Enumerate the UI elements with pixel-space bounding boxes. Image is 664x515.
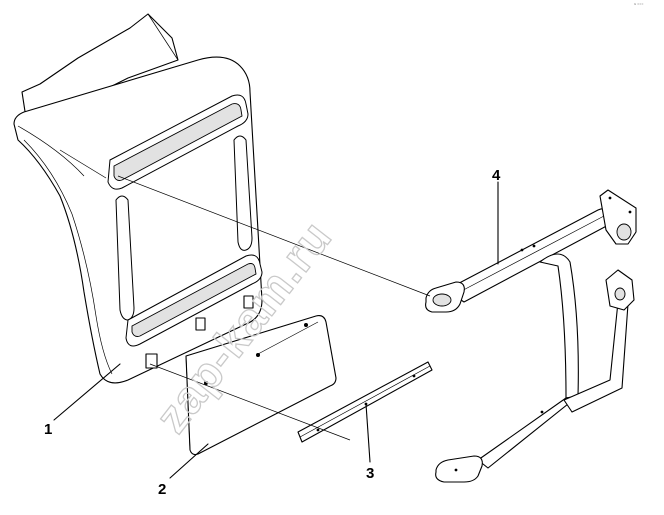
bracket-lower-arm: [477, 395, 579, 469]
leader-lines: [53, 181, 499, 479]
callout-4: 4: [492, 167, 501, 184]
mud-flap-sheet: [185, 315, 337, 456]
bracket-lower-flange: [605, 269, 635, 311]
lower-slot: [125, 254, 263, 347]
bracket-vertical-tube: [539, 253, 579, 399]
mounting-tabs: [145, 295, 254, 369]
leader-1: [53, 363, 121, 421]
callout-2: 2: [158, 481, 166, 498]
bracket-end-plate: [425, 281, 465, 313]
fender-bracket: [425, 189, 637, 483]
assembly-line-upper: [117, 175, 431, 297]
callout-1: 1: [44, 421, 52, 438]
mud-flap: [185, 315, 337, 456]
leader-2: [169, 443, 209, 479]
left-slot: [115, 195, 135, 321]
upper-slot: [107, 94, 249, 190]
bracket-top-flange: [599, 189, 637, 245]
retaining-strip: [297, 361, 433, 443]
assembly-line-lower: [149, 363, 351, 441]
fender-panel: [13, 13, 263, 384]
right-slot: [233, 135, 253, 251]
callout-3: 3: [366, 465, 374, 482]
assembly-lines: [117, 175, 431, 441]
leader-3: [365, 403, 371, 463]
corner-mark: ᴳ ⁼⁼⁼: [634, 2, 643, 7]
bracket-foot-plate: [435, 455, 483, 483]
